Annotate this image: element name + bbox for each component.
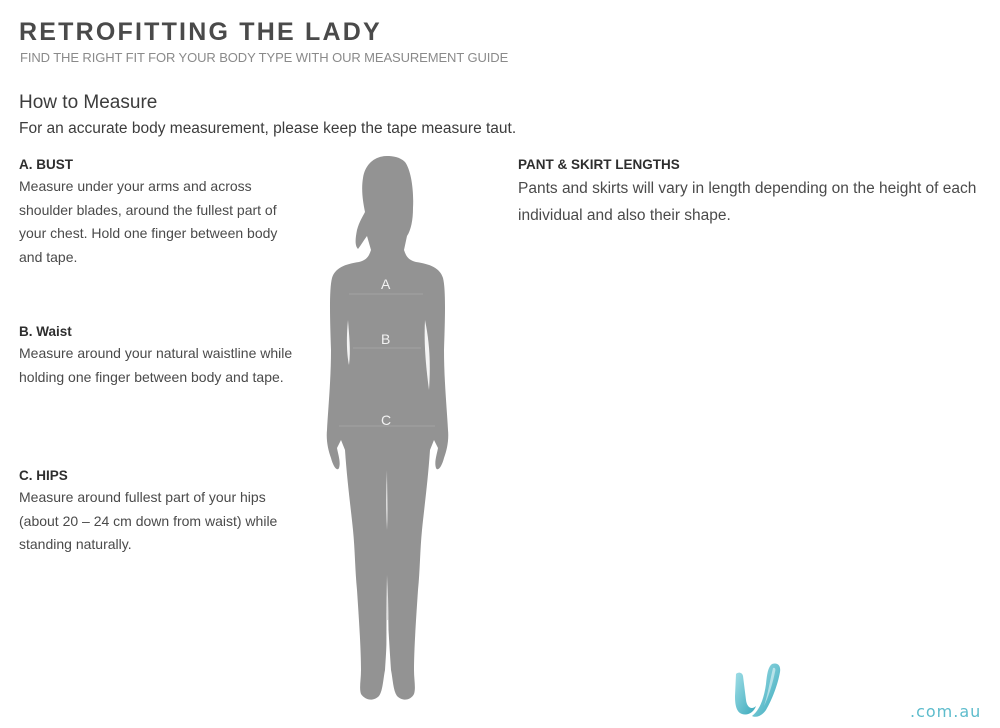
hips-heading: C. HIPS [19,468,68,483]
brand-logo-icon [735,663,781,717]
body-silhouette-icon [326,156,449,700]
bust-description: Measure under your arms and across shoul… [19,178,278,265]
pant-skirt-section: PANT & SKIRT LENGTHS Pants and skirts wi… [518,157,998,229]
bust-section: A. BUST Measure under your arms and acro… [19,157,319,269]
waist-section: B. Waist Measure around your natural wai… [19,324,319,389]
section-heading: How to Measure [19,92,158,113]
domain-suffix: .com.au [910,702,982,721]
hips-description: Measure around fullest part of your hips… [19,489,278,552]
pant-skirt-heading: PANT & SKIRT LENGTHS [518,157,680,172]
waist-heading: B. Waist [19,324,72,339]
hips-section: C. HIPS Measure around fullest part of y… [19,468,319,557]
pant-skirt-description: Pants and skirts will vary in length dep… [518,180,977,224]
intro-text: For an accurate body measurement, please… [19,120,517,137]
waist-description: Measure around your natural waistline wh… [19,345,293,385]
page-subtitle: FIND THE RIGHT FIT FOR YOUR BODY TYPE WI… [20,50,509,65]
page-title: RETROFITTING THE LADY [19,18,382,46]
waist-marker-label: B [381,331,391,347]
bust-heading: A. BUST [19,157,73,172]
hips-marker-label: C [381,412,392,428]
bust-marker-label: A [381,276,391,292]
